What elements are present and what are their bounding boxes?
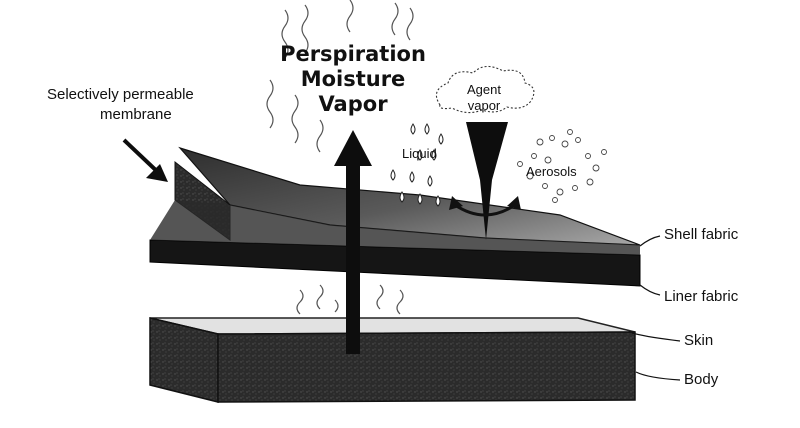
skin-label: Skin (684, 332, 714, 349)
title-line-2: Moisture (300, 67, 406, 91)
membrane-pointer (122, 138, 168, 182)
title-line-1: Perspiration (280, 42, 426, 66)
aerosols-label: Aerosols (526, 164, 577, 179)
perspiration-arrow (334, 130, 372, 354)
membrane-label-line1: Selectively permeable (47, 86, 194, 103)
liquid-label: Liquid (402, 146, 437, 161)
leader-body (635, 371, 681, 381)
leader-liner (639, 284, 661, 296)
perspiration-arrow-head (334, 130, 372, 166)
deflection-arrowhead-right (507, 196, 521, 210)
shell-fabric-label: Shell fabric (664, 226, 739, 243)
liner-fabric-layer (149, 239, 641, 287)
vapor-waves (266, 0, 414, 315)
leader-shell (639, 235, 661, 247)
agent-vapor-label-line1: Agent (467, 82, 501, 97)
body-front-face (217, 331, 636, 403)
perspiration-arrow-shaft (346, 162, 360, 354)
leader-skin (631, 332, 681, 342)
deflection-arrowhead-left (449, 196, 463, 210)
agent-vapor-arrow (466, 122, 508, 240)
body-label: Body (684, 371, 719, 388)
deflection-curve (454, 203, 516, 217)
agent-vapor-label-line2: vapor (467, 98, 501, 113)
shell-underside (150, 200, 640, 255)
agent-vapor-cloud (435, 65, 535, 114)
shell-fabric-layer (150, 146, 641, 255)
liner-fabric-label: Liner fabric (664, 288, 739, 305)
aerosol-particles (517, 129, 607, 203)
membrane-label-line2: membrane (100, 106, 172, 123)
body-block (149, 317, 636, 403)
title-line-3: Vapor (318, 92, 388, 116)
liner-slab (149, 239, 641, 287)
liquid-droplets (390, 123, 444, 207)
leader-lines (631, 235, 681, 381)
